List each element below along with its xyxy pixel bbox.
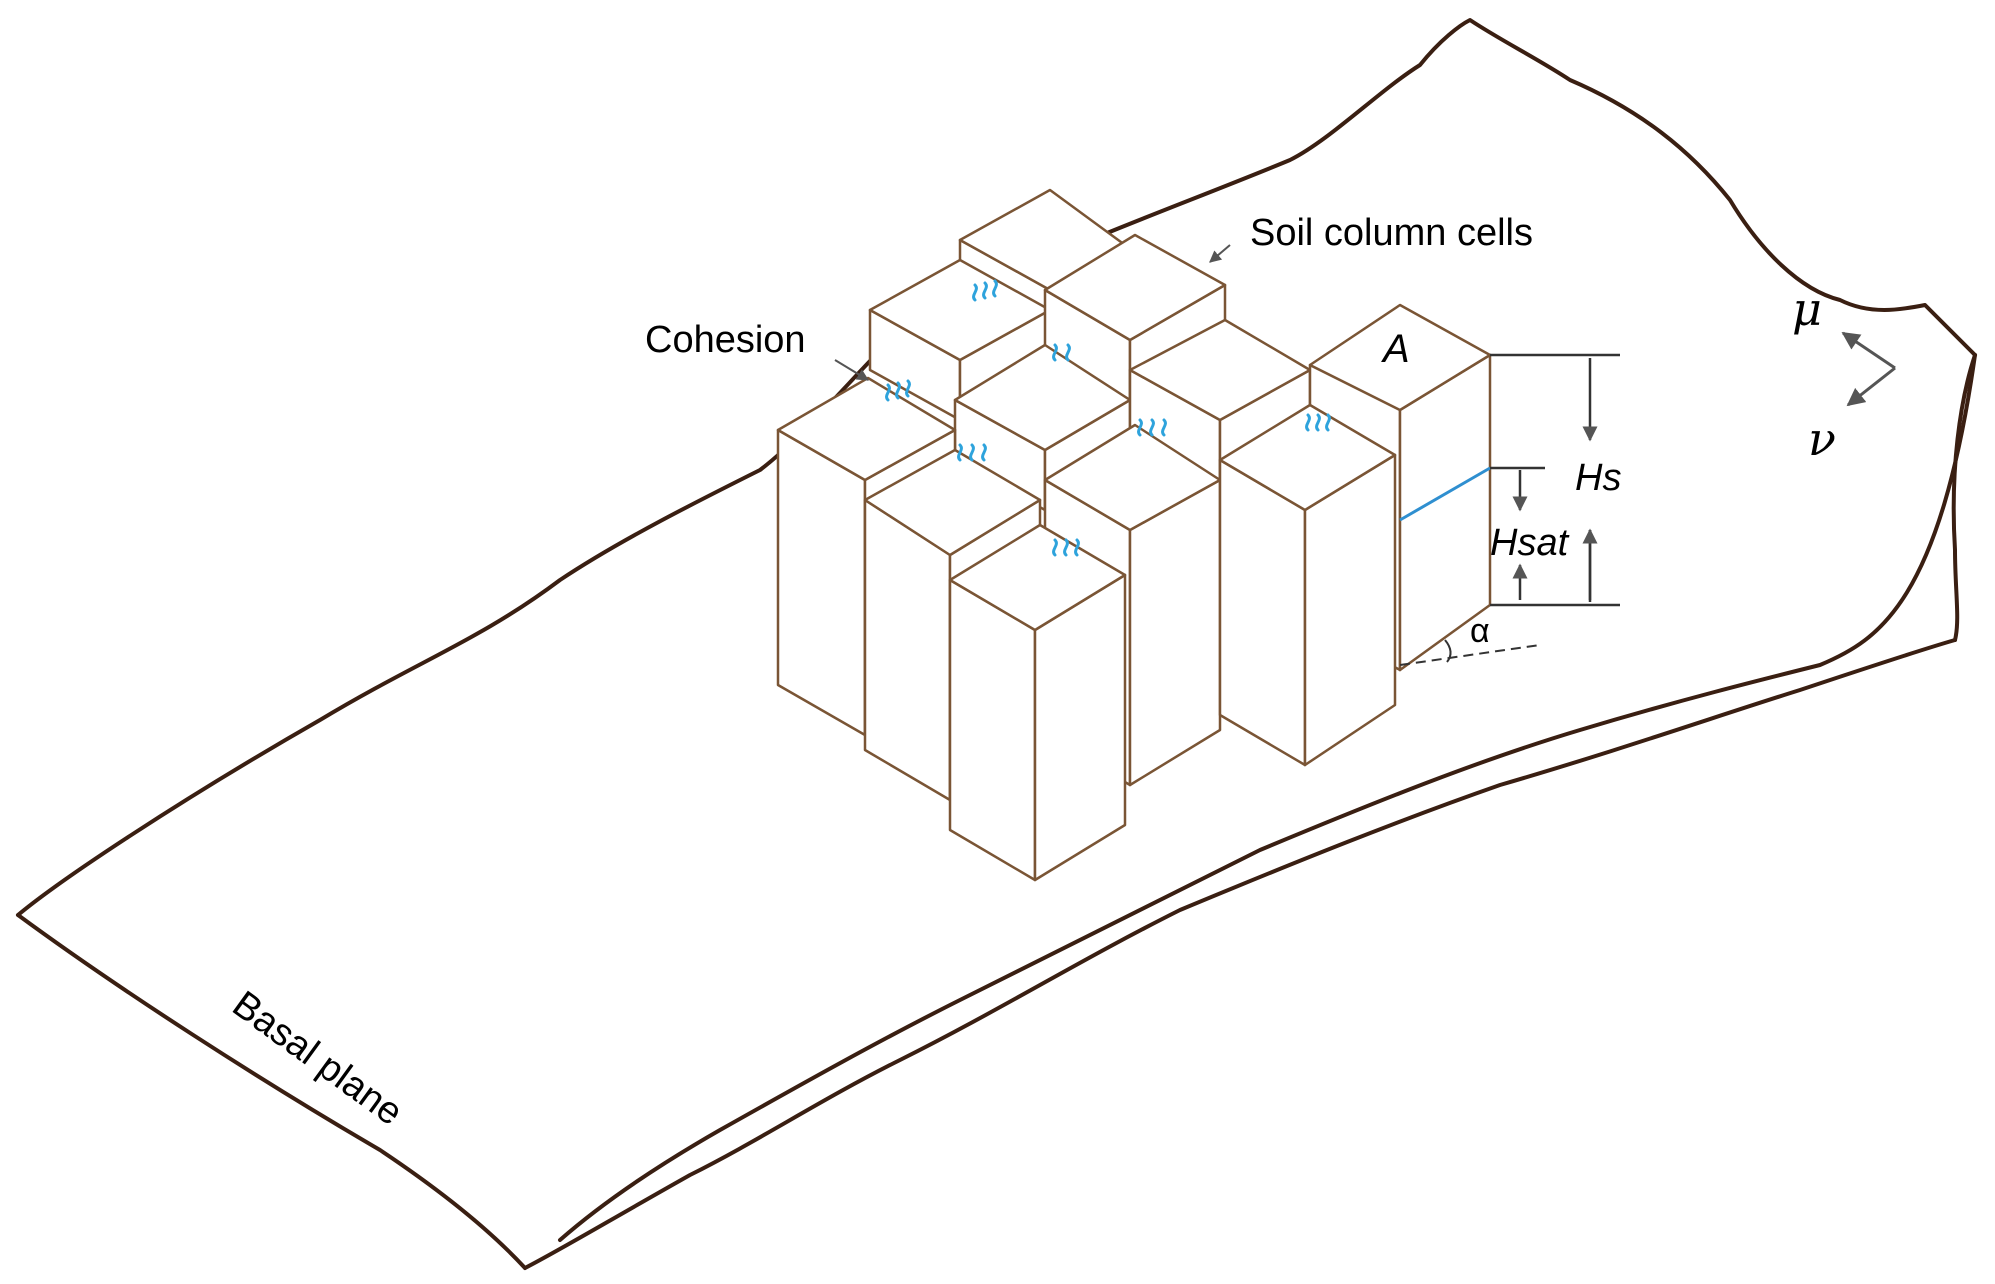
- alpha-angle: [1399, 639, 1541, 666]
- mu-label: μ: [1792, 282, 1822, 336]
- terrain-base-outer: [523, 638, 1957, 1270]
- soil-column-cells-label: Soil column cells: [1250, 212, 1533, 254]
- terrain-block: [16, 18, 1977, 1270]
- cohesion-mark-5: [1137, 418, 1167, 437]
- cell-a-label: A: [1381, 327, 1410, 371]
- cohesion-arrow: [834, 359, 870, 381]
- terrain-top-ridge: [16, 18, 1977, 917]
- alpha-label: α: [1470, 612, 1490, 650]
- hsat-label: Hsat: [1490, 522, 1570, 564]
- water-table-line: [1399, 466, 1491, 522]
- cohesion-mark-2: [885, 379, 911, 402]
- cohesion-mark-3: [1052, 343, 1071, 362]
- soil-columns: [776, 188, 1492, 882]
- hs-label: Hs: [1575, 457, 1621, 499]
- cohesion-mark-7: [1052, 538, 1080, 557]
- soil-cells-arrow: [1209, 244, 1231, 263]
- column-front-5: [948, 523, 1127, 882]
- cohesion-mark-4: [957, 443, 987, 462]
- column-front-4: [1218, 403, 1397, 767]
- nu-label: ν: [1808, 412, 1836, 466]
- cohesion-label: Cohesion: [645, 319, 806, 361]
- terrain-right-face: [1951, 353, 1977, 642]
- cohesion-mark-1: [972, 279, 998, 302]
- cohesion-marks: [885, 279, 1331, 557]
- cohesion-mark-6: [1305, 413, 1331, 432]
- hs-dimension: [1490, 353, 1620, 607]
- terrain-base-inner: [558, 353, 1977, 1242]
- terrain-front-edge: [16, 913, 527, 1270]
- direction-axes: [1841, 331, 1896, 407]
